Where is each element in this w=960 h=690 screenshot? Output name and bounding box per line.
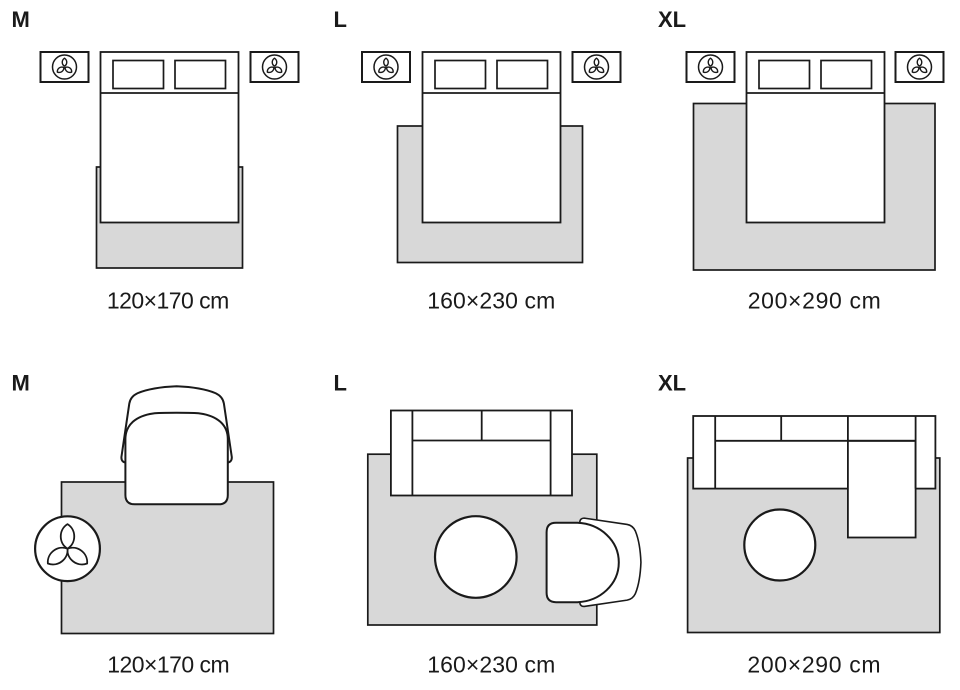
svg-text:M: M — [12, 370, 30, 395]
svg-text:M: M — [12, 7, 30, 32]
svg-text:L: L — [334, 370, 347, 395]
svg-text:XL: XL — [658, 7, 686, 32]
svg-text:120×170 cm: 120×170 cm — [107, 652, 229, 678]
svg-text:200×290 cm: 200×290 cm — [748, 288, 882, 314]
svg-text:160×230 cm: 160×230 cm — [427, 652, 555, 678]
svg-text:XL: XL — [658, 370, 686, 395]
svg-text:L: L — [334, 7, 347, 32]
svg-text:120×170 cm: 120×170 cm — [107, 288, 229, 314]
svg-text:200×290 cm: 200×290 cm — [747, 652, 881, 678]
svg-text:160×230 cm: 160×230 cm — [427, 288, 555, 314]
